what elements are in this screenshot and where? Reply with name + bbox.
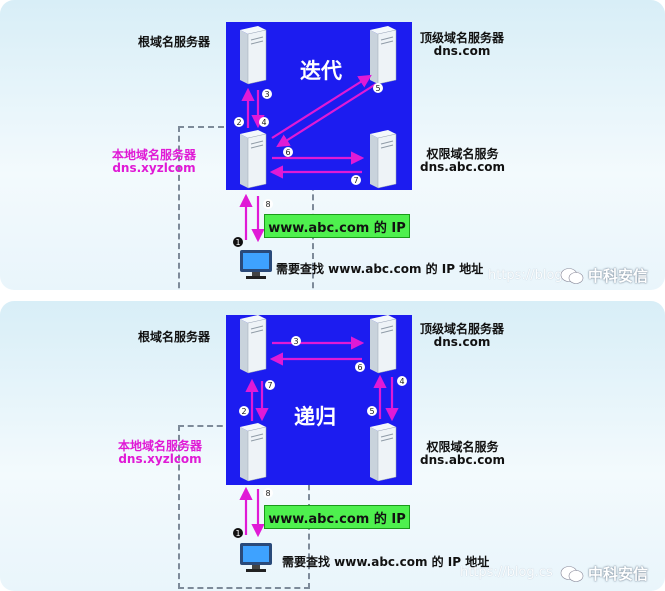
wechat-icon [560,267,584,284]
local-server-icon [240,130,267,189]
computer-icon [240,543,272,572]
step-badge-7: 7 [267,381,272,390]
arrow-step-4 [271,74,372,139]
step-badge-8: 8 [265,200,270,209]
step-badge-6: 6 [357,363,362,372]
mode-label: 递归 [294,405,336,429]
root-server-icon [240,26,267,85]
step-badge-5: 5 [369,407,374,416]
step-badge-1: 1 [235,529,240,538]
root-server-label: 根域名服务器 [138,35,211,49]
iterative-panel: 迭代 [0,0,665,290]
tld-server-icon [370,315,397,374]
answer-box: www.abc.com 的 IP [264,505,410,529]
step-badge-3: 3 [293,337,298,346]
computer-icon [240,250,272,279]
step-badge-2: 2 [241,407,246,416]
root-server-icon [240,315,267,374]
step-badge-2: 2 [236,118,241,127]
client-query-label: 需要查找 www.abc.com 的 IP 地址 [282,555,490,569]
auth-server-icon [370,130,397,189]
step-badge-4b: 4 [261,118,266,127]
url-watermark: https://blog.cs [488,268,581,283]
step-badge-5: 5 [375,84,380,93]
root-server-label: 根域名服务器 [138,330,211,344]
url-watermark: https://blog.cs [460,565,553,580]
brand-watermark: 中科安信 [560,563,648,584]
tld-server-icon [370,26,397,85]
auth-server-icon [370,423,397,482]
local-server-label: 本地域名服务器 dns.xyzlcom [112,148,197,175]
step-badge-3: 3 [264,90,269,99]
step-badge-4: 4 [399,377,404,386]
step-badge-8: 8 [265,489,270,498]
flow-arrows: 3 6 4 5 2 7 8 1 [233,336,407,538]
auth-server-label: 权限域名服务 dns.abc.com [420,440,506,467]
client-query-label: 需要查找 www.abc.com 的 IP 地址 [276,262,484,276]
arrow-step-5 [276,83,377,148]
flow-arrows: 3 2 4 5 6 7 8 1 [233,74,383,247]
step-badge-7: 7 [353,176,358,185]
step-badge-6: 6 [285,148,290,157]
tld-server-label: 顶级域名服务器 dns.com [420,322,505,349]
tld-server-label: 顶级域名服务器 dns.com [420,31,505,58]
recursive-panel: 递归 [0,301,665,591]
step-badge-1: 1 [235,238,240,247]
wechat-icon [560,565,584,582]
local-server-icon [240,423,267,482]
answer-box: www.abc.com 的 IP [264,214,410,238]
brand-watermark: 中科安信 [560,265,648,286]
local-server-label: 本地域名服务器 dns.xyzlcom [118,439,203,466]
mode-label: 迭代 [300,59,342,83]
auth-server-label: 权限域名服务 dns.abc.com [420,147,506,174]
